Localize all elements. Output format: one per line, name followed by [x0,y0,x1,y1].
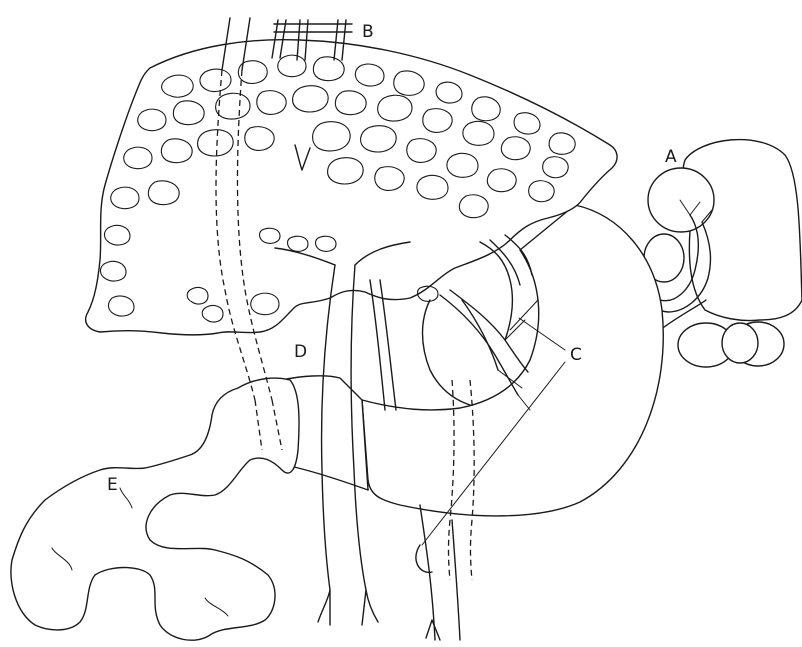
label-c: C [570,345,582,365]
label-a: A [665,147,677,167]
intestine [11,378,299,640]
label-e: E [107,475,118,495]
label-b: B [362,22,374,42]
spleen-lobes [644,140,802,367]
label-d: D [294,342,307,362]
